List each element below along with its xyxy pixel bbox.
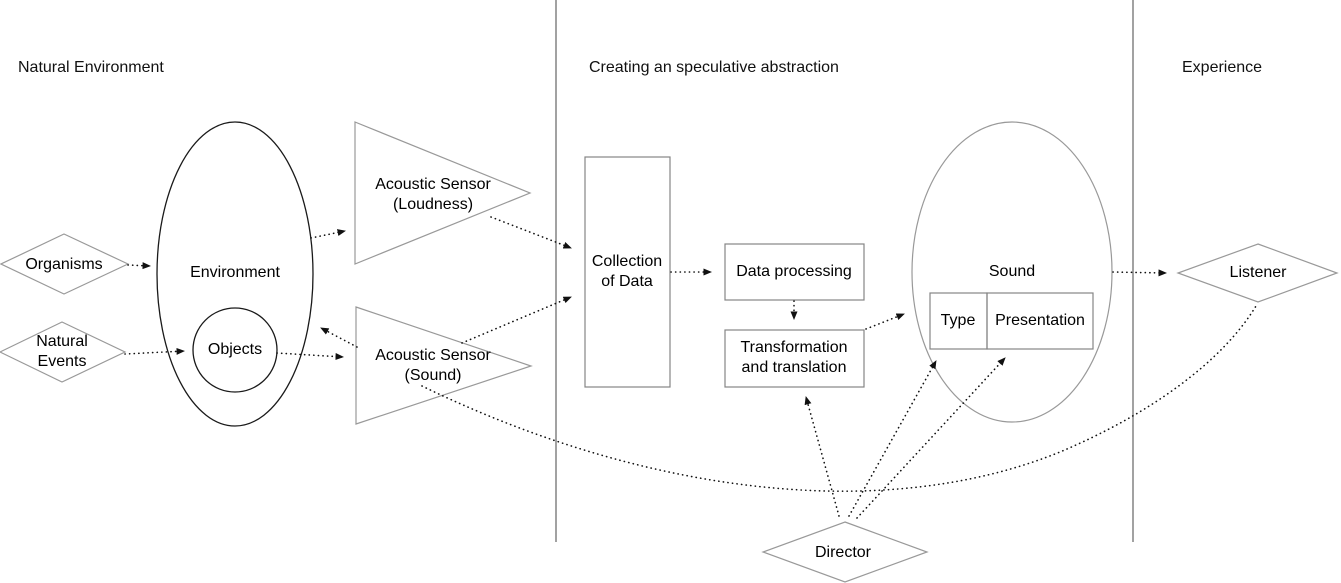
acoustic-sensor-loudness-label: Acoustic Sensor (Loudness) [375,176,491,213]
presentation-box [986,292,1094,350]
section-heading-creating-abstraction: Creating an speculative abstraction [589,59,839,76]
environment-ellipse [156,121,314,427]
edge-transformation-to-sound [865,313,905,330]
natural-events-diamond [0,321,127,383]
section-heading-experience: Experience [1182,59,1263,76]
transformation-label: Transformation and translation [740,339,848,376]
acoustic-sensor-loudness-triangle [354,121,532,265]
section-heading-natural-environment: Natural Environment [18,59,164,76]
collection-of-data-label: Collection of Data [591,253,663,290]
edge-director-to-transformation [804,396,840,517]
data-processing-label: Data processing [736,263,852,280]
natural-events-label: Natural Events [36,333,88,370]
director-diamond [761,521,929,583]
objects-label: Objects [207,341,263,358]
acoustic-sensor-sound-label: Acoustic Sensor (Sound) [375,347,491,384]
edge-sensor-sound-to-listener-curve [421,305,1257,492]
data-processing-box [724,243,865,301]
edge-sensor-sound-to-collection [461,296,572,344]
director-label: Director [814,544,872,561]
sound-label: Sound [988,263,1036,280]
listener-label: Listener [1229,264,1287,281]
type-label: Type [940,312,976,329]
listener-diamond [1176,243,1339,303]
edge-sensor-loudness-to-collection [490,216,572,249]
edge-objects-to-sensor-sound [276,352,344,361]
edge-natural-events-to-objects [124,347,185,355]
collection-of-data-box [584,156,671,388]
edge-sound-to-listener [1112,269,1167,277]
edge-organisms-to-environment [127,262,151,270]
objects-circle [192,307,278,393]
edge-sensor-sound-to-environment [320,327,358,348]
organisms-diamond [0,233,130,295]
transformation-box [724,329,865,388]
organisms-label: Organisms [25,256,103,273]
edge-director-to-type [848,360,937,517]
edge-director-to-presentation [856,357,1006,519]
presentation-label: Presentation [995,312,1085,329]
sound-ellipse [911,121,1113,423]
acoustic-sensor-sound-triangle [355,306,533,425]
environment-label: Environment [190,264,280,281]
edge-environment-to-sensor-loudness [310,229,346,239]
